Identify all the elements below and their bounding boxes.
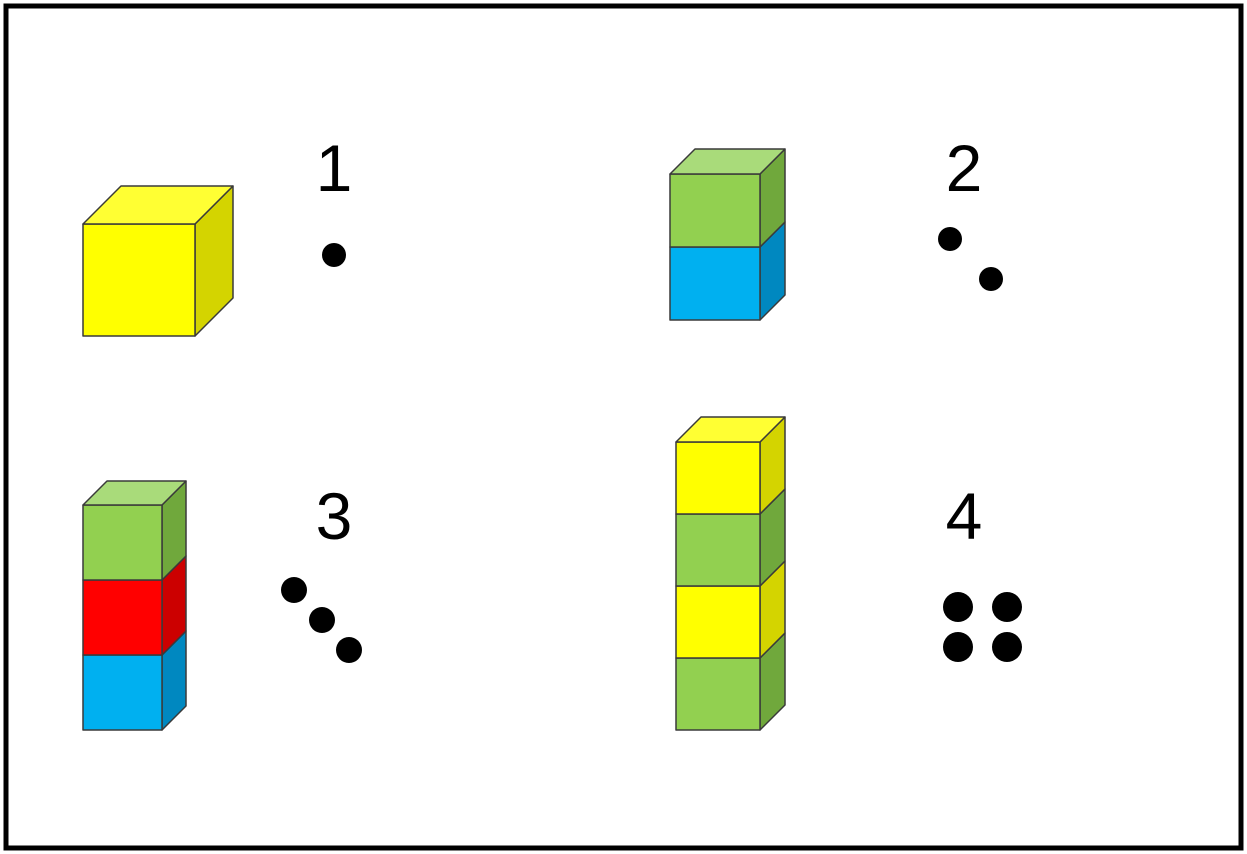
count-dot <box>281 577 307 603</box>
block-stack-4 <box>676 417 785 730</box>
dot-pattern-3 <box>281 577 362 663</box>
group-1-number: 1 <box>294 135 374 201</box>
block-stack-3 <box>83 481 186 730</box>
count-dot <box>992 592 1022 622</box>
group-3-number: 3 <box>294 483 374 549</box>
dot-pattern-1 <box>322 243 346 267</box>
dot-pattern-4 <box>943 592 1022 662</box>
cube-front-face <box>83 505 162 580</box>
count-dot <box>992 632 1022 662</box>
cube-yellow <box>83 186 233 336</box>
outer-border <box>6 6 1241 848</box>
cube-front-face <box>670 174 760 247</box>
group-2-number: 2 <box>924 135 1004 201</box>
cube-front-face <box>670 247 760 320</box>
cube-front-face <box>83 655 162 730</box>
cube-front-face <box>676 442 760 514</box>
block-stacks <box>83 149 785 730</box>
count-dot <box>943 592 973 622</box>
cube-front-face <box>676 514 760 586</box>
count-dot <box>938 227 962 251</box>
cube-front-face <box>676 658 760 730</box>
count-dot <box>322 243 346 267</box>
cube-yellow <box>676 417 785 514</box>
block-stack-1 <box>83 186 233 336</box>
count-dot <box>336 637 362 663</box>
cube-front-face <box>676 586 760 658</box>
dot-pattern-2 <box>938 227 1003 291</box>
group-4-number: 4 <box>924 483 1004 549</box>
cube-green <box>83 481 186 580</box>
dot-patterns <box>281 227 1022 663</box>
block-stack-2 <box>670 149 785 320</box>
count-dot <box>943 632 973 662</box>
cube-green <box>670 149 785 247</box>
count-dot <box>309 607 335 633</box>
count-dot <box>979 267 1003 291</box>
cube-front-face <box>83 580 162 655</box>
cube-front-face <box>83 224 195 336</box>
